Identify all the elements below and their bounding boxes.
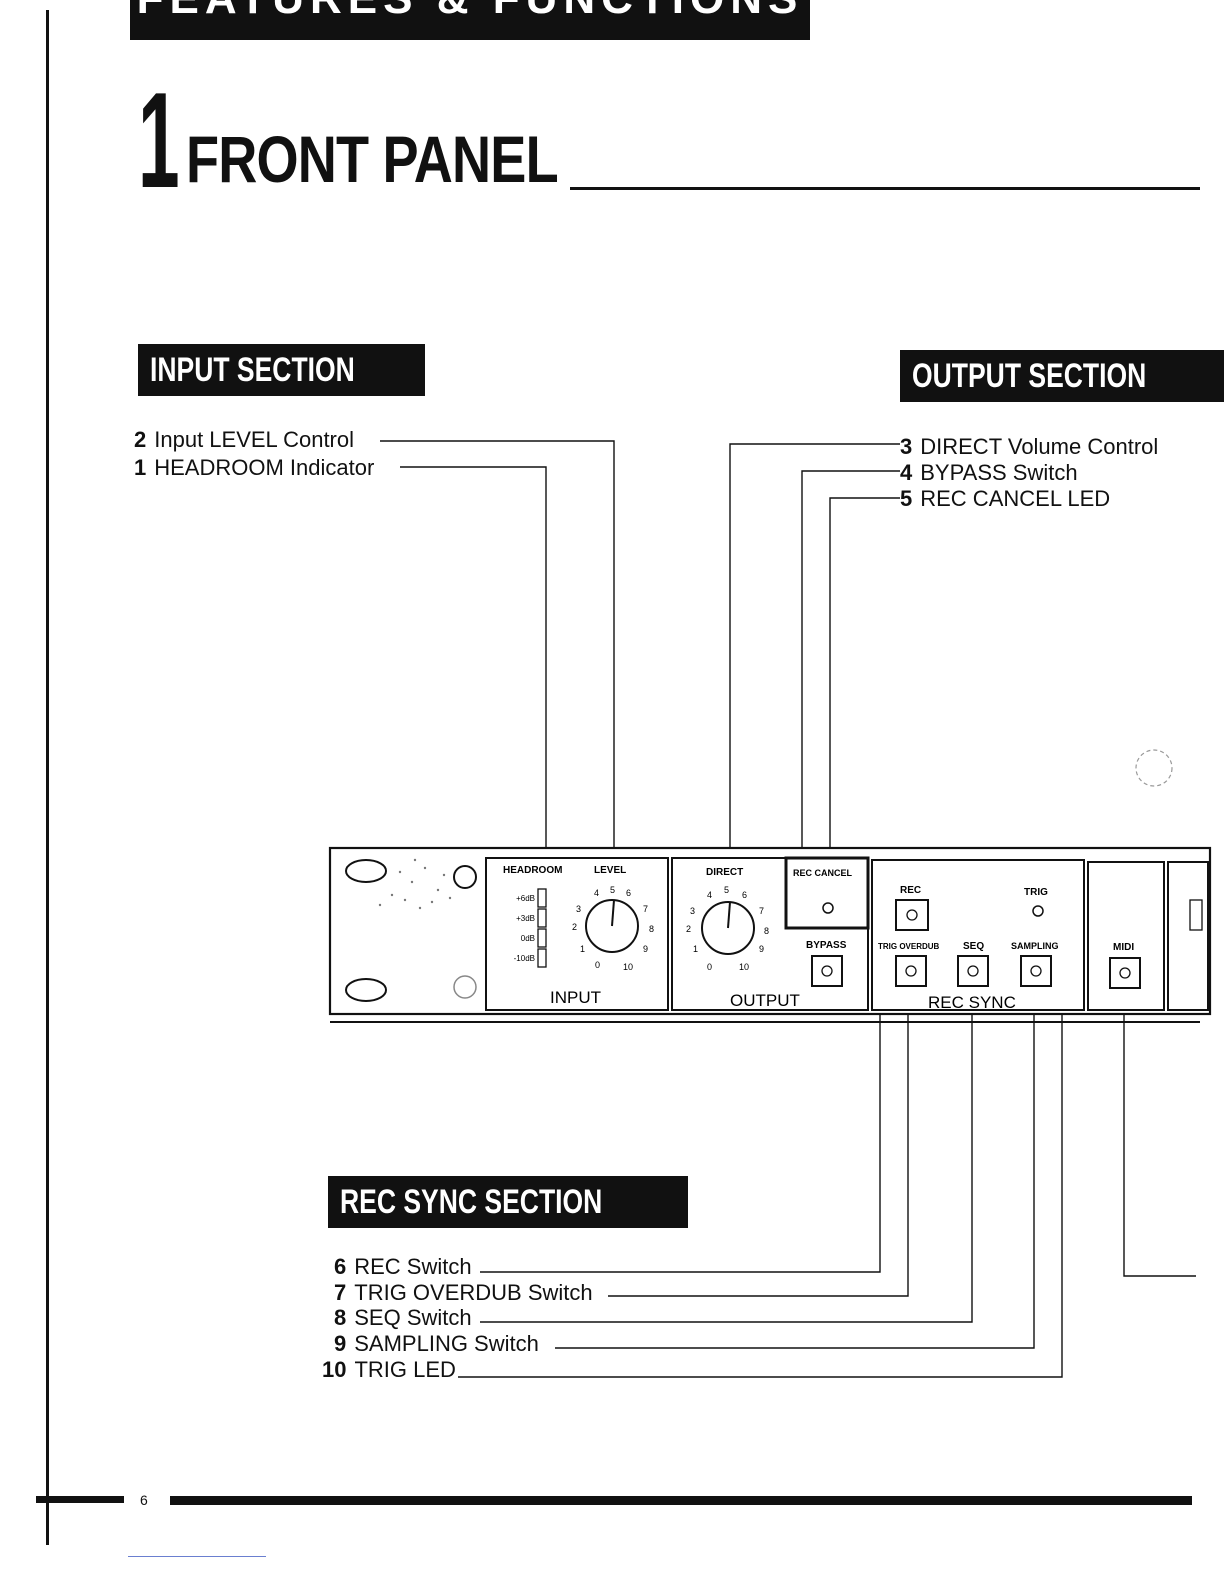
level-knob-8: 8 bbox=[649, 924, 654, 934]
direct-knob-1: 1 bbox=[693, 944, 698, 954]
chassis-outline bbox=[328, 846, 1212, 1016]
rec-label: REC bbox=[900, 885, 921, 896]
trig-label: TRIG bbox=[1024, 887, 1048, 898]
direct-knob-2: 2 bbox=[686, 924, 691, 934]
midi-module bbox=[1087, 861, 1165, 1011]
level-knob-5: 5 bbox=[610, 885, 615, 895]
output-module bbox=[671, 857, 869, 1011]
rack-ear-slot-bottom bbox=[345, 978, 387, 1002]
headroom-meter: +6dB +3dB 0dB -10dB bbox=[514, 888, 547, 968]
trig-led bbox=[1032, 905, 1044, 917]
bypass-label: BYPASS bbox=[806, 940, 847, 951]
rec-cancel-led bbox=[822, 902, 834, 914]
midi-switch[interactable] bbox=[1109, 957, 1141, 989]
level-knob-7: 7 bbox=[643, 904, 648, 914]
direct-knob-8: 8 bbox=[764, 926, 769, 936]
direct-knob-3: 3 bbox=[690, 906, 695, 916]
leader-midi bbox=[1123, 986, 1196, 1277]
leader-seq bbox=[480, 986, 973, 1323]
direct-knob-4: 4 bbox=[707, 890, 712, 900]
level-knob-0: 0 bbox=[595, 960, 600, 970]
chapter-number: 1 bbox=[138, 64, 180, 216]
direct-knob-10: 10 bbox=[739, 962, 749, 972]
sampling-switch[interactable] bbox=[1020, 955, 1052, 987]
leader-input-level bbox=[380, 440, 615, 925]
level-knob-3: 3 bbox=[576, 904, 581, 914]
screw-bottom bbox=[453, 975, 477, 999]
bypass-switch[interactable] bbox=[811, 955, 843, 987]
headroom-label: HEADROOM bbox=[503, 865, 562, 876]
footer-rule-right bbox=[170, 1496, 1192, 1505]
scan-artifact-line bbox=[128, 1556, 266, 1557]
top-header-band: FEATURES & FUNCTIONS bbox=[130, 0, 810, 40]
rec-switch[interactable] bbox=[895, 899, 929, 931]
output-module-label: OUTPUT bbox=[730, 991, 800, 1010]
sampling-label: SAMPLING bbox=[1011, 941, 1059, 951]
seq-switch[interactable] bbox=[957, 955, 989, 987]
seq-label: SEQ bbox=[963, 941, 984, 952]
output-section-label: OUTPUT SECTION bbox=[900, 350, 1224, 402]
midi-label: MIDI bbox=[1113, 942, 1134, 953]
level-knob-1: 1 bbox=[580, 944, 585, 954]
input-level-knob: 0 1 2 3 4 5 6 7 8 9 10 bbox=[572, 885, 654, 972]
level-knob-10: 10 bbox=[623, 962, 633, 972]
leader-direct bbox=[729, 443, 900, 920]
meter-mark-6db: +6dB bbox=[516, 894, 535, 903]
next-module-partial bbox=[1167, 861, 1209, 1011]
input-section-label: INPUT SECTION bbox=[138, 344, 425, 396]
level-knob-6: 6 bbox=[626, 888, 631, 898]
meter-mark-3db: +3dB bbox=[516, 914, 535, 923]
rack-unit: HEADROOM LEVEL +6dB +3dB 0dB -10dB 0 1 2… bbox=[328, 846, 1212, 1023]
direct-knob-7: 7 bbox=[759, 906, 764, 916]
page-mark-circle bbox=[1135, 749, 1173, 787]
rec-sync-section-label: REC SYNC SECTION bbox=[328, 1176, 689, 1228]
page-title: FRONT PANEL bbox=[186, 122, 559, 196]
rec-cancel-label: REC CANCEL bbox=[793, 868, 853, 878]
direct-knob-5: 5 bbox=[724, 885, 729, 895]
direct-label: DIRECT bbox=[706, 867, 743, 878]
level-label: LEVEL bbox=[594, 865, 626, 876]
left-margin-rule bbox=[46, 10, 49, 1545]
level-knob-9: 9 bbox=[643, 944, 648, 954]
input-module-label: INPUT bbox=[550, 988, 601, 1007]
meter-mark-10db: -10dB bbox=[514, 954, 535, 963]
leader-headroom bbox=[400, 466, 547, 900]
top-band-text: FEATURES & FUNCTIONS bbox=[130, 0, 810, 24]
level-knob-2: 2 bbox=[572, 922, 577, 932]
direct-knob-0: 0 bbox=[707, 962, 712, 972]
direct-knob-6: 6 bbox=[742, 890, 747, 900]
title-underline bbox=[570, 187, 1200, 190]
trig-overdub-label: TRIG OVERDUB bbox=[878, 942, 940, 951]
trig-overdub-switch[interactable] bbox=[895, 955, 927, 987]
input-module bbox=[485, 857, 669, 1011]
direct-knob-9: 9 bbox=[759, 944, 764, 954]
meter-mark-0db: 0dB bbox=[521, 934, 535, 943]
leader-rec-cancel bbox=[829, 497, 900, 908]
page-number: 6 bbox=[140, 1492, 148, 1508]
worn-texture bbox=[378, 858, 452, 910]
screw-top bbox=[453, 865, 477, 889]
rec-sync-module bbox=[871, 859, 1085, 1011]
rec-sync-module-label: REC SYNC bbox=[928, 993, 1016, 1012]
direct-volume-knob: 0 1 2 3 4 5 6 7 8 9 10 bbox=[686, 885, 769, 972]
rack-ear-slot-top bbox=[345, 859, 387, 883]
leader-trig-overdub bbox=[608, 986, 909, 1297]
rec-cancel-box bbox=[784, 856, 870, 930]
level-knob-4: 4 bbox=[594, 888, 599, 898]
footer-rule-left bbox=[36, 1496, 124, 1503]
leader-sampling bbox=[555, 986, 1035, 1349]
